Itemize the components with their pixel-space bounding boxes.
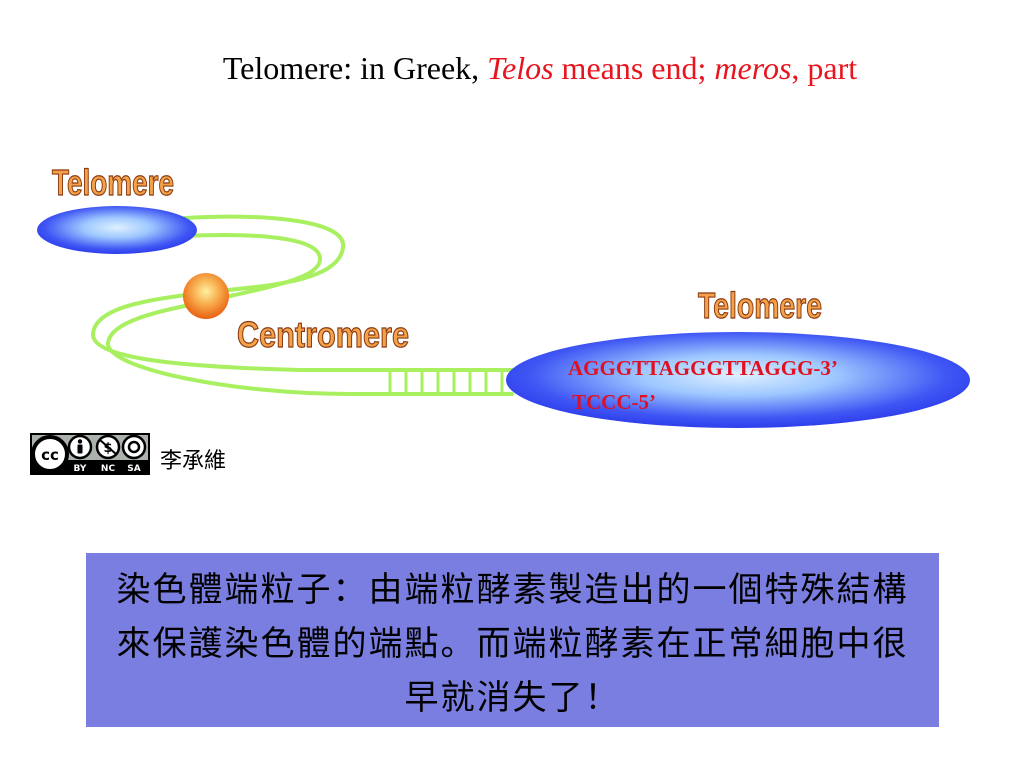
centromere-shape (183, 273, 229, 319)
author-name: 李承維 (160, 449, 227, 474)
label-centromere: Centromere (237, 314, 409, 355)
explanation-box: 染色體端粒子：由端粒酵素製造出的一個特殊結構來保護染色體的端點。而端粒酵素在正常… (86, 553, 939, 727)
attribution-icon (67, 434, 93, 460)
telomere-repeat-rungs (388, 370, 504, 394)
svg-text:$: $ (103, 441, 112, 456)
title-prefix: Telomere: in Greek, (222, 50, 488, 86)
cc-icon: cc (31, 435, 69, 473)
label-telomere-left: Telomere (52, 162, 174, 203)
telomere-right-shape (506, 332, 970, 428)
noncommercial-icon: $ (95, 434, 121, 460)
title-term-meros: meros (714, 50, 792, 86)
telomere-left-shape (37, 206, 197, 254)
label-telomere-right: Telomere (698, 285, 822, 326)
license-sa-label: SA (127, 464, 140, 474)
title-term-telos: Telos (487, 50, 554, 86)
title-definition: Telos means end; meros, part (487, 50, 857, 86)
svg-text:cc: cc (41, 446, 59, 464)
license-by-label: BY (74, 464, 87, 474)
cc-license-badge[interactable]: cc $ BY NC SA (30, 433, 150, 475)
sequence-top-strand: AGGGTTAGGGTTAGGG-3’ (568, 356, 838, 380)
license-nc-label: NC (101, 464, 116, 474)
title-suffix: , part (791, 50, 858, 86)
sequence-bottom-strand: TCCC-5’ (572, 390, 656, 414)
slide-title: Telomere: in Greek, Telos means end; mer… (0, 50, 1024, 87)
title-middle: means end; (553, 50, 715, 86)
sharealike-icon (121, 434, 147, 460)
